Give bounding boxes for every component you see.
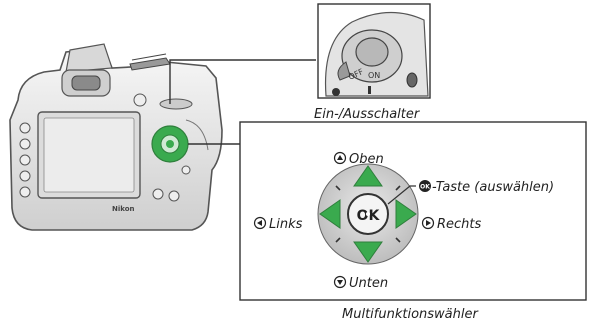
down-label-group: Unten <box>333 275 388 291</box>
left-label: Links <box>269 217 303 232</box>
left-arrow-icon <box>319 199 341 229</box>
svg-text:OK: OK <box>420 184 430 191</box>
left-label-group: Links <box>253 216 303 232</box>
on-label: ON <box>368 71 380 80</box>
ok-label-group: OK -Taste (auswählen) <box>419 180 554 195</box>
power-switch-lever <box>337 61 351 81</box>
up-label-group: Oben <box>333 151 384 167</box>
up-arrow-icon <box>353 165 383 187</box>
up-label: Oben <box>349 152 384 167</box>
right-arrow-icon <box>395 199 417 229</box>
down-label: Unten <box>349 276 388 291</box>
power-switch-leader-line <box>169 59 316 104</box>
power-switch-caption: Ein-/Ausschalter <box>314 107 421 122</box>
multi-selector-caption: Multifunktionswähler <box>342 307 479 322</box>
ok-button-label: OK <box>357 208 381 224</box>
right-label: Rechts <box>437 217 482 232</box>
down-arrow-icon <box>353 241 383 263</box>
right-label-group: Rechts <box>421 216 482 232</box>
multi-selector-detail-box: OK Oben Unten Links <box>239 121 587 301</box>
camera-illustration: Nikon <box>9 43 223 231</box>
shutter-button <box>355 37 389 67</box>
power-switch-inset: OFF ON <box>317 3 431 99</box>
camera-brand: Nikon <box>112 205 135 213</box>
ok-leader-line <box>387 185 416 205</box>
ok-indicator-icon <box>419 180 431 192</box>
ok-button-description: -Taste (auswählen) <box>432 180 554 195</box>
